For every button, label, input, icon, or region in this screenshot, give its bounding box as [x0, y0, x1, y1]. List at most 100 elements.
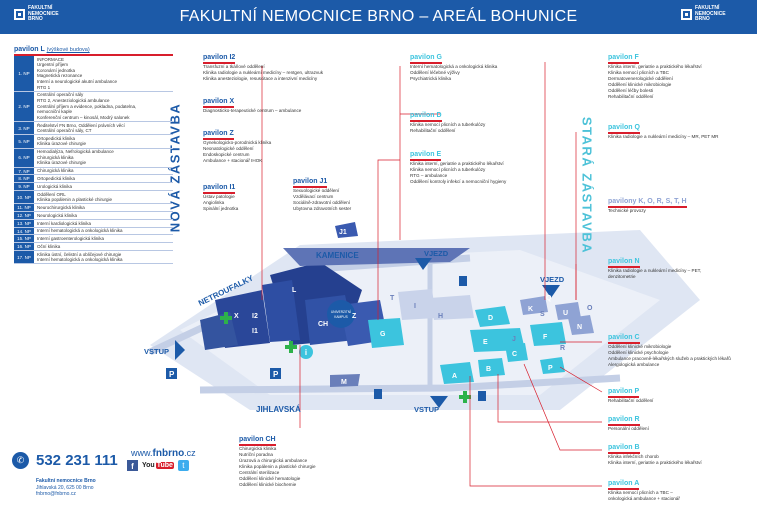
department-line: Interní hematologická a onkologická klin…: [37, 228, 123, 234]
building-N: [568, 315, 594, 335]
department-line: Ortopedická klinika: [37, 176, 76, 181]
info-icon-glyph: i: [305, 348, 307, 357]
logo-line-3: BRNO: [28, 16, 43, 22]
department-line: Oční klinika: [37, 243, 61, 249]
letter-F: F: [543, 334, 548, 341]
department-line: nemocniční kaple: [37, 109, 73, 115]
building-P: [540, 357, 565, 374]
department-line: Urologická klinika: [37, 183, 73, 189]
pavilion-KORSTH-title: pavilony K, O, R, S, T, H: [608, 198, 687, 208]
department-line: Ambulance + stacionář IHOK: [203, 158, 263, 163]
building-M: [330, 374, 360, 387]
department-line: Dermatovenerologické oddělení: [608, 76, 673, 81]
department-line: Koronární jednotka: [37, 67, 76, 73]
floor-label: 5. NP: [14, 135, 34, 148]
department-line: Ambulance pracovně-lékařských služeb a p…: [608, 356, 731, 361]
department-line: Ortopedická klinika: [37, 135, 76, 141]
entrance-arrow-vjezd-left: [415, 258, 432, 270]
twitter-icon[interactable]: t: [177, 460, 189, 471]
letter-S: S: [540, 311, 545, 318]
pavilion-N-lines: Klinika radiologie a nukleární medicíny …: [608, 268, 701, 280]
entrance-arrow-bottom: [430, 396, 448, 408]
floor-label: 7. NP: [14, 167, 34, 175]
page-title: FAKULTNÍ NEMOCNICE BRNO – AREÁL BOHUNICE: [179, 8, 578, 25]
department-line: Rehabilitační oddělení: [608, 398, 654, 403]
website-link[interactable]: www.fnbrno.cz: [131, 448, 196, 459]
address: Jihlavská 20, 625 00 Brno: [36, 484, 94, 491]
department-line: RTG 1: [37, 84, 51, 90]
department-line: Oddělení klinické hematologie: [239, 476, 301, 481]
floor-label: 3. NP: [14, 121, 34, 135]
building-C: [505, 343, 528, 362]
youtube-suffix: Tube: [155, 462, 174, 469]
floor-departments: Interní kardiologická klinika: [34, 220, 94, 227]
department-line: Oddělení ORL: [37, 191, 66, 197]
phone-number[interactable]: 532 231 111: [36, 452, 118, 469]
department-line: Oddělení klinické mikrobiologie: [608, 82, 672, 87]
pavilion-G-lines: Interní hematologická a onkologická klin…: [410, 64, 497, 82]
department-line: Nutriční poradna: [239, 452, 273, 457]
letter-CH: CH: [318, 321, 328, 328]
department-line: Centrální operační sály: [37, 92, 84, 98]
department-line: Klinika úrazové chirurgie: [37, 141, 87, 147]
department-line: Urgentní příjem: [37, 62, 69, 68]
department-line: Neurologická klinika: [37, 212, 78, 218]
hospital-cross-icon: [459, 391, 471, 403]
info-icon: [299, 345, 313, 359]
department-line: RTG 2, Anesteziologická ambulance: [37, 97, 110, 103]
street-kamenice: KAMENICE: [316, 251, 359, 260]
department-line: Klinika nemocí plicních a tuberkulózy: [410, 167, 486, 172]
pavilion-I1-title: pavilon I1: [203, 184, 236, 194]
department-line: Klinika radiologie a nukleární medicíny …: [203, 70, 324, 75]
floor-label: 9. NP: [14, 183, 34, 190]
department-line: Ředitelství FN Brno, Oddělení právních v…: [37, 122, 125, 128]
department-line: Interní hematologická a onkologická klin…: [37, 257, 123, 263]
letter-E: E: [483, 339, 488, 346]
logo-mark: [14, 8, 25, 20]
department-line: Centrální operační sály, CT: [37, 128, 92, 134]
floor-label: 8. NP: [14, 175, 34, 183]
department-line: Sexuologické oddělení: [293, 188, 340, 193]
pavilion-E-title: pavilon E: [410, 151, 442, 161]
department-line: Interní kardiologická klinika: [37, 220, 92, 226]
letter-L: L: [292, 287, 297, 294]
department-line: Chirurgická klinika: [37, 154, 74, 160]
pavilion-L-subtitle: (výškové budova): [46, 47, 90, 53]
floor-label: 16. NP: [14, 243, 34, 251]
floor-label: 12. NP: [14, 212, 34, 219]
letter-J: J: [512, 336, 516, 343]
letter-I2: I2: [252, 313, 258, 320]
email-link[interactable]: fnbrno@fnbrno.cz: [36, 491, 76, 497]
department-line: Klinika interní, geriatrie a praktického…: [410, 161, 504, 166]
department-line: Alergologická ambulance: [608, 362, 660, 367]
web-suffix: .cz: [184, 448, 196, 458]
pavilion-A-title: pavilon A: [608, 480, 640, 490]
pavilion-P-title: pavilon P: [608, 388, 640, 398]
department-line: Klinika nemocí plicních a tuberkulózy: [410, 122, 486, 127]
floor-departments: Interní gastroenterologická klinika: [34, 235, 107, 242]
floor-departments: Interní hematologická a onkologická klin…: [34, 228, 126, 235]
facebook-icon[interactable]: f: [127, 460, 138, 471]
entrance-arrow-vjezd-right: [542, 285, 560, 298]
parking-icon: [166, 368, 177, 379]
zone-stara-label: STARÁ ZÁSTAVBA: [579, 116, 595, 255]
bus-stop-icon: [459, 276, 467, 286]
pavilion-L-heading: pavilon L (výškové budova): [14, 46, 173, 56]
